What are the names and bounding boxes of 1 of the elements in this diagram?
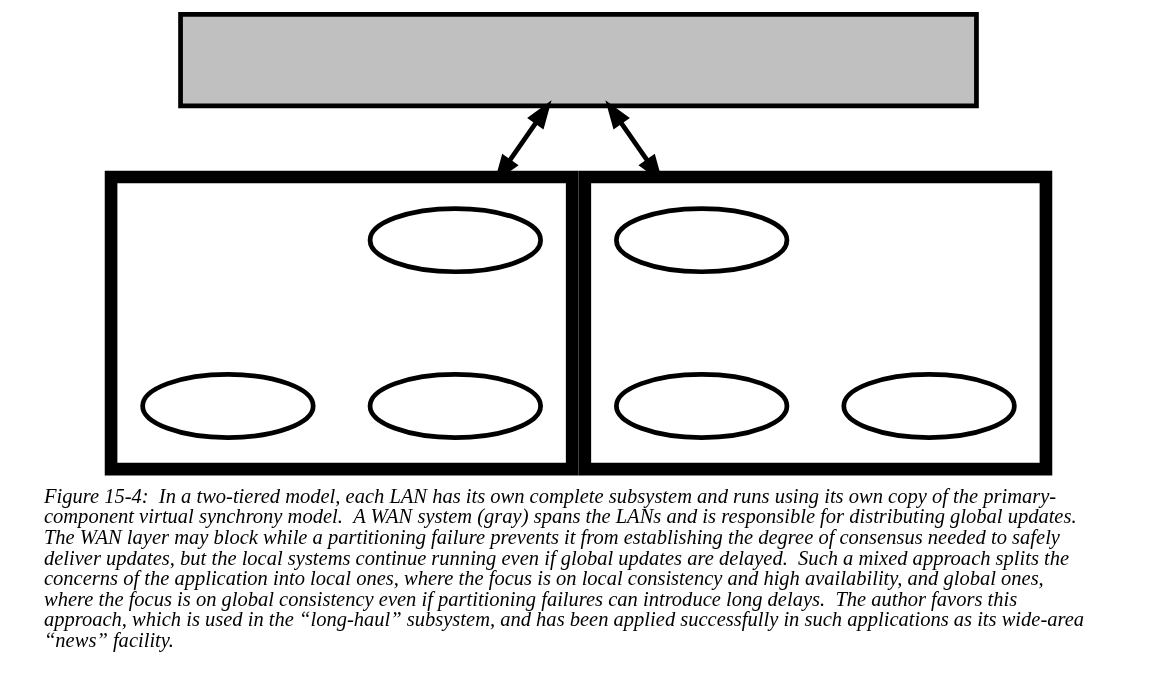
caption: Figure 15-4: In a two-tiered model, each LAN has its own complete subsystem and runs using its own copy of the primary-component virtual synchrony model. A WAN system (gray) spans the LANs and is responsible for distributing global updates. The WAN layer may block while a partitioning failure prevents it from establishing the degree of consensus needed to safely deliver updates, but the local systems continue running even if global updates are delayed. Such a mixed approach splits the concerns of the application into local ones, where the focus is on local consistency and high availability, and global ones, where the focus is on global consistency even if partitioning failures can introduce long delays. The author favors this approach, which is used in the “long-haul” subsystem, and has been applied successfully in such applications as its wide-area “news” facility. [43,484,1085,651]
